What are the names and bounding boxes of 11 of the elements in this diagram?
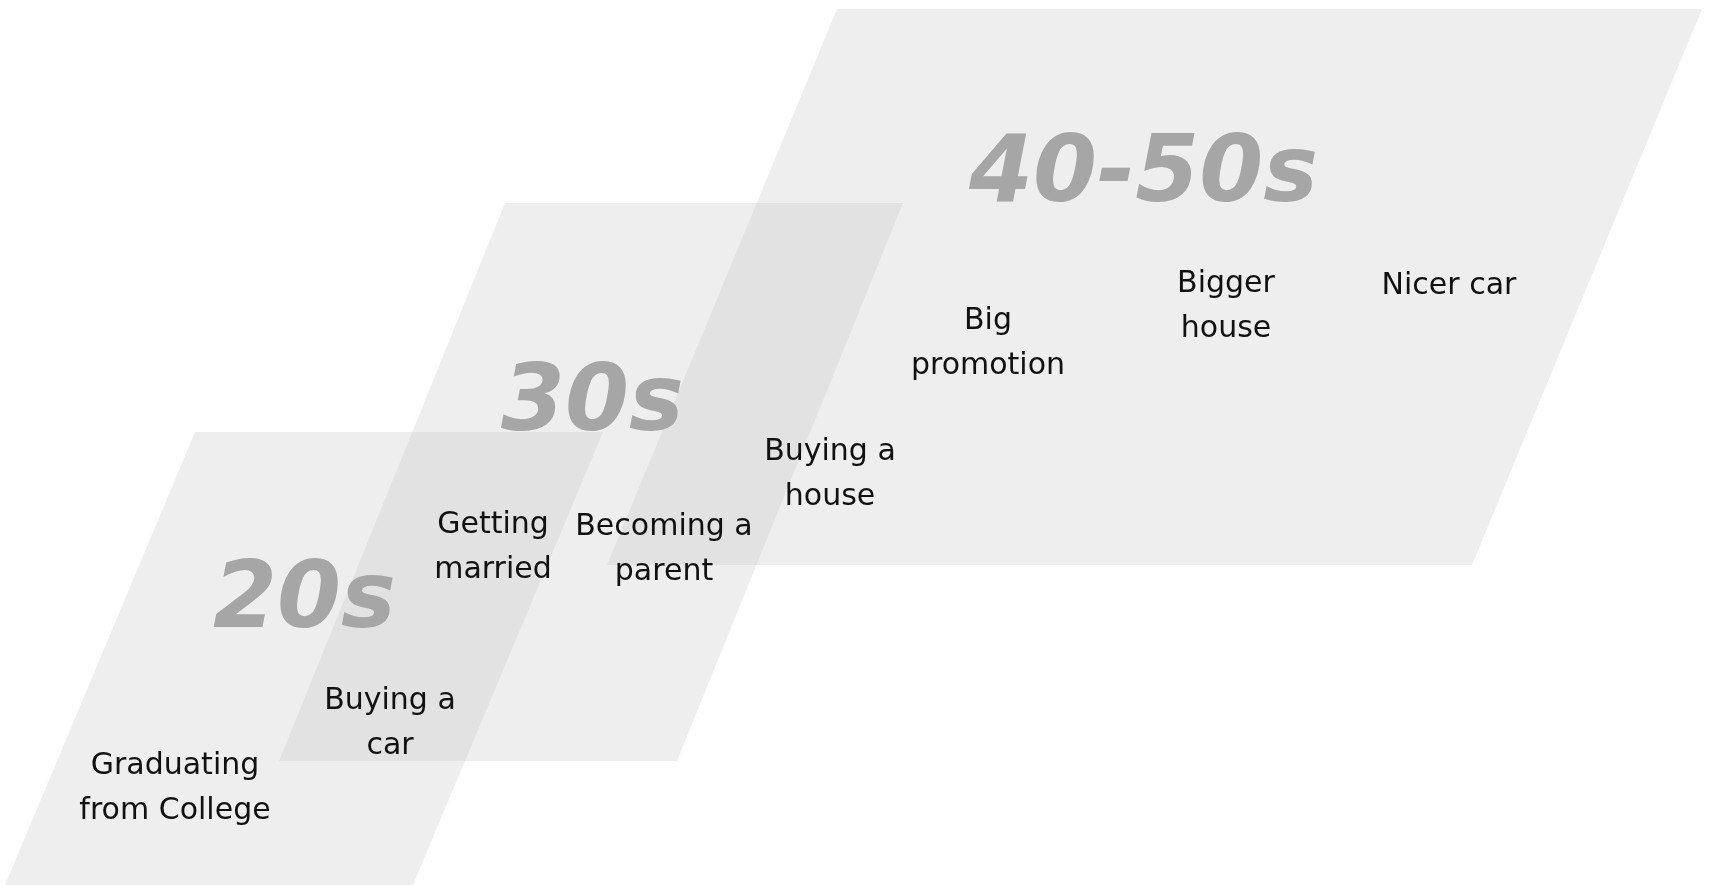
milestone-label: Getting married: [433, 504, 553, 587]
milestone-label: Becoming a parent: [574, 506, 754, 589]
decade-heading: 40-50s: [969, 124, 1318, 216]
milestone-label: Big promotion: [909, 300, 1067, 383]
milestone-label: Bigger house: [1176, 263, 1276, 346]
decade-heading: 20s: [213, 550, 396, 642]
milestone-label: Graduating from College: [78, 745, 272, 828]
milestone-label: Buying a car: [323, 680, 457, 763]
milestone-label: Buying a house: [763, 431, 897, 514]
decade-heading: 30s: [501, 353, 684, 445]
milestone-label: Nicer car: [1380, 264, 1518, 303]
